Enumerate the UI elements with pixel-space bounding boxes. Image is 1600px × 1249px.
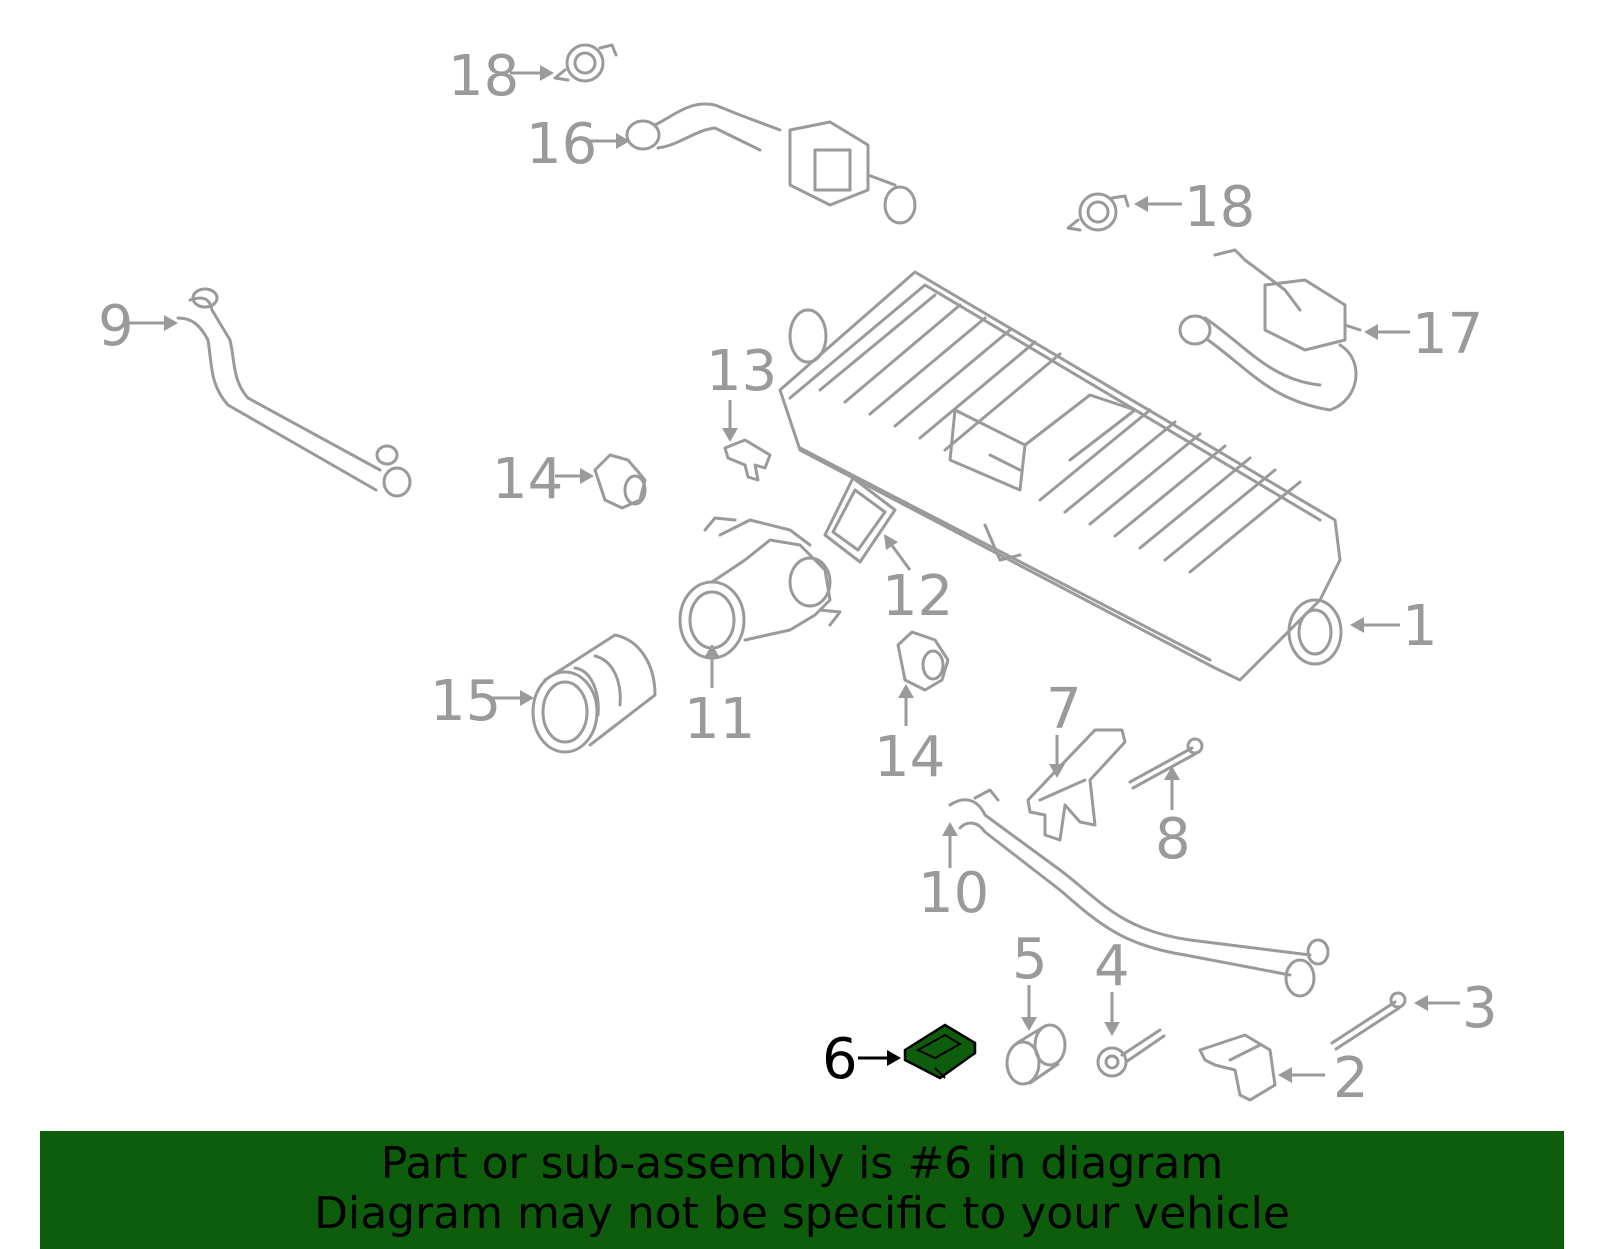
callout-18a: 18 <box>448 44 519 109</box>
part-17-valve-hose[interactable] <box>1178 248 1362 412</box>
callout-6: 6 <box>822 1027 858 1092</box>
part-5-bushing[interactable] <box>1005 1023 1067 1086</box>
callout-17: 17 <box>1412 302 1483 367</box>
part-3-bolt[interactable] <box>1330 991 1407 1051</box>
part-2-bracket[interactable] <box>1198 1033 1277 1102</box>
callout-10: 10 <box>918 861 989 926</box>
part-11-throttle-body[interactable] <box>678 516 842 660</box>
part-7-bracket[interactable] <box>1026 728 1127 842</box>
callout-11: 11 <box>684 687 755 752</box>
callout-16: 16 <box>526 112 597 177</box>
callout-5: 5 <box>1012 927 1048 992</box>
callout-4: 4 <box>1094 934 1130 999</box>
callout-13: 13 <box>706 339 777 404</box>
part-16-valve-hose[interactable] <box>625 102 917 225</box>
callout-1: 1 <box>1402 594 1438 659</box>
callout-14b: 14 <box>874 725 945 790</box>
callout-7: 7 <box>1046 677 1082 742</box>
callout-2: 2 <box>1333 1046 1369 1111</box>
part-9-hose[interactable] <box>176 287 412 498</box>
callout-12: 12 <box>882 564 953 629</box>
part-14-connector-a[interactable] <box>593 453 647 510</box>
banner-line-1: Part or sub-assembly is #6 in diagram <box>380 1138 1224 1189</box>
part-12-gasket[interactable] <box>823 476 897 564</box>
callout-9: 9 <box>98 294 134 359</box>
callout-15: 15 <box>430 669 501 734</box>
part-10-hose[interactable] <box>948 788 1330 998</box>
part-13-clip[interactable] <box>723 438 772 482</box>
callout-3: 3 <box>1462 976 1498 1041</box>
callout-18b: 18 <box>1184 175 1255 240</box>
part-4-bolt-washer[interactable] <box>1096 1028 1166 1078</box>
info-banner: Part or sub-assembly is #6 in diagram Di… <box>40 1131 1564 1249</box>
banner-line-2: Diagram may not be specific to your vehi… <box>314 1188 1290 1239</box>
part-6-clip-highlighted[interactable] <box>903 1023 977 1080</box>
part-8-bolt[interactable] <box>1128 737 1204 790</box>
part-14-connector-b[interactable] <box>896 630 950 692</box>
callout-8: 8 <box>1155 807 1191 872</box>
part-15-hose-coupler[interactable] <box>531 633 657 754</box>
callout-14a: 14 <box>492 447 563 512</box>
part-18-clip-a[interactable] <box>553 43 618 83</box>
part-1-intercooler[interactable] <box>778 270 1343 682</box>
part-18-clip-b[interactable] <box>1066 192 1130 232</box>
